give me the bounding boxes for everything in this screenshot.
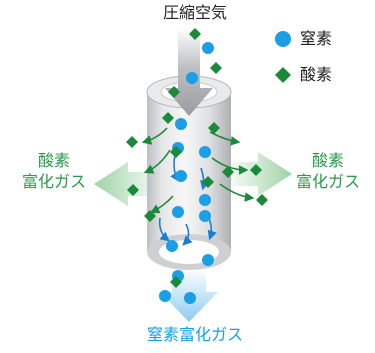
oxygen-molecule bbox=[210, 62, 222, 74]
nitrogen-molecule bbox=[186, 72, 198, 84]
oxygen-molecule bbox=[189, 28, 201, 40]
nitrogen-molecule bbox=[175, 170, 187, 182]
molecules bbox=[126, 28, 268, 304]
oxygen-molecule bbox=[170, 146, 182, 158]
right-output-label-2: 富化ガス bbox=[295, 172, 360, 191]
legend bbox=[275, 31, 291, 83]
oxygen-molecule bbox=[168, 86, 180, 98]
oxygen-molecule bbox=[127, 184, 139, 196]
oxygen-molecule bbox=[126, 136, 138, 148]
oxygen-molecule bbox=[250, 164, 262, 176]
compressed-air-label: 圧縮空気 bbox=[162, 3, 227, 22]
nitrogen-molecule bbox=[199, 146, 211, 158]
oxygen-molecule bbox=[170, 276, 182, 288]
bottom-output-label: 窒素富化ガス bbox=[146, 325, 243, 344]
legend-nitrogen-label: 窒素 bbox=[300, 29, 333, 48]
legend-oxygen-label: 酸素 bbox=[300, 65, 333, 84]
nitrogen-molecule bbox=[199, 210, 211, 222]
oxygen-molecule bbox=[222, 166, 234, 178]
legend-nitrogen-icon bbox=[275, 31, 291, 47]
oxygen-molecule bbox=[256, 194, 268, 206]
nitrogen-molecule bbox=[202, 42, 214, 54]
legend-oxygen-icon bbox=[275, 67, 291, 83]
nitrogen-molecule bbox=[166, 240, 178, 252]
left-output-label-2: 富化ガス bbox=[21, 172, 86, 191]
oxygen-molecule bbox=[202, 176, 214, 188]
nitrogen-molecule bbox=[172, 206, 184, 218]
left-output-label-1: 酸素 bbox=[37, 151, 70, 170]
nitrogen-molecule bbox=[202, 254, 214, 266]
nitrogen-molecule bbox=[159, 290, 171, 302]
oxygen-molecule bbox=[162, 112, 174, 124]
oxygen-molecule bbox=[144, 210, 156, 222]
nitrogen-molecule bbox=[175, 118, 187, 130]
nitrogen-molecule bbox=[199, 194, 211, 206]
oxygen-molecule bbox=[208, 122, 220, 134]
right-output-arrow bbox=[225, 152, 292, 196]
nitrogen-molecule bbox=[184, 292, 196, 304]
right-output-label-1: 酸素 bbox=[311, 151, 344, 170]
